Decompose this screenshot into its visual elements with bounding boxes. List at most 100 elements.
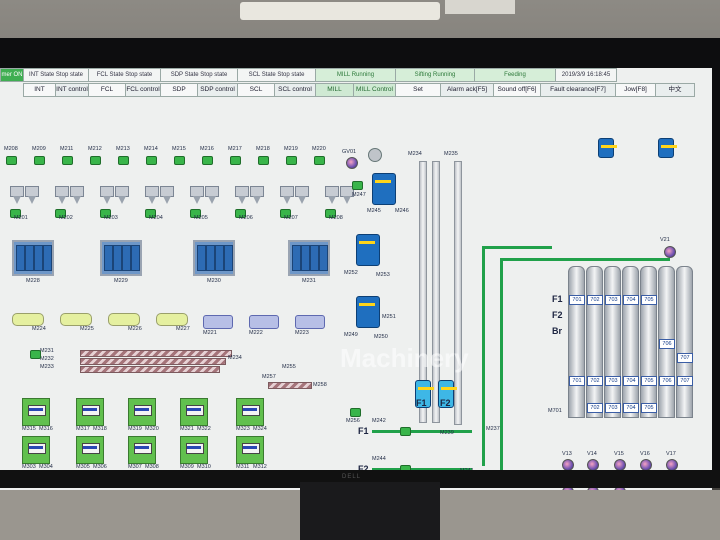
motor-icon[interactable] [30,350,41,359]
nav-button-9[interactable]: MILL Control [353,83,396,97]
bran-finisher[interactable] [268,382,312,389]
motor-icon[interactable] [400,427,411,436]
status-tab[interactable]: SCL State Stop state [237,68,316,82]
mixer-tank[interactable] [356,296,380,328]
receiver-tank[interactable] [372,173,396,205]
cyclone-icon[interactable] [158,186,174,204]
silo[interactable] [568,266,585,418]
sifter-icon[interactable] [100,240,142,276]
motor-icon[interactable] [352,181,363,190]
nav-button-4[interactable]: SDP [160,83,198,97]
nav-button-11[interactable]: Alarm ack[F5] [440,83,494,97]
mill-icon[interactable] [128,436,156,464]
cyclone-icon[interactable] [233,186,249,204]
motor-icon[interactable] [174,156,185,165]
blower-icon[interactable] [368,148,382,162]
silo[interactable] [604,266,621,418]
motor-icon[interactable] [62,156,73,165]
motor-icon[interactable] [350,408,361,417]
cyclone-icon[interactable] [203,186,219,204]
valve-icon[interactable] [664,246,676,258]
motor-icon[interactable] [286,156,297,165]
tank-icon[interactable] [658,138,674,158]
nav-button-6[interactable]: SCL [237,83,275,97]
roller-label: M227 [176,326,190,332]
sifter-icon[interactable] [193,240,235,276]
status-tab[interactable]: Feeding [474,68,556,82]
bucket-elevator[interactable] [454,161,462,425]
nav-button-7[interactable]: SCL control [274,83,316,97]
motor-icon[interactable] [258,156,269,165]
nav-button-3[interactable]: FCL control [125,83,161,97]
mill-icon[interactable] [180,398,208,426]
screw-conveyor[interactable] [80,350,232,357]
silo[interactable] [622,266,639,418]
nav-button-2[interactable]: FCL [88,83,126,97]
motor-label: M237 [486,426,500,432]
cyclone-icon[interactable] [98,186,114,204]
gv-valve[interactable] [346,157,358,169]
sifter-icon[interactable] [12,240,54,276]
roller-mill-icon[interactable] [60,313,92,326]
motor-icon[interactable] [90,156,101,165]
sifter-icon[interactable] [288,240,330,276]
motor-icon[interactable] [230,156,241,165]
status-tab[interactable]: INT State Stop state [23,68,89,82]
cyclone-icon[interactable] [68,186,84,204]
nav-button-10[interactable]: Set [395,83,441,97]
mill-icon[interactable] [76,436,104,464]
status-tab[interactable]: Sifting Running [395,68,475,82]
motor-icon[interactable] [146,156,157,165]
roller-mill-icon[interactable] [156,313,188,326]
cyclone-icon[interactable] [8,186,24,204]
mill-icon[interactable] [22,398,50,426]
status-tab[interactable]: 2019/3/9 16:18:45 [555,68,617,82]
cyclone-icon[interactable] [278,186,294,204]
motor-icon[interactable] [6,156,17,165]
silo[interactable] [586,266,603,418]
purifier-icon[interactable] [249,315,279,329]
nav-button-0[interactable]: INT [23,83,56,97]
motor-icon[interactable] [34,156,45,165]
nav-button-8[interactable]: MILL [315,83,354,97]
status-tab[interactable]: SDP State Stop state [160,68,238,82]
status-tab[interactable]: mer ON [0,68,24,82]
status-tab[interactable]: FCL State Stop state [88,68,161,82]
screw-conveyor[interactable] [80,358,226,365]
nav-button-5[interactable]: SDP control [197,83,238,97]
cyclone-icon[interactable] [248,186,264,204]
screw-conveyor[interactable] [80,366,220,373]
cyclone-icon[interactable] [143,186,159,204]
mixer-tank[interactable] [356,234,380,266]
nav-button-13[interactable]: Fault clearance[F7] [540,83,616,97]
silo[interactable] [640,266,657,418]
cyclone-icon[interactable] [23,186,39,204]
cyclone-icon[interactable] [293,186,309,204]
mill-icon[interactable] [22,436,50,464]
nav-button-15[interactable]: 中文 [655,83,695,97]
motor-icon[interactable] [118,156,129,165]
cyclone-icon[interactable] [113,186,129,204]
motor-icon[interactable] [314,156,325,165]
nav-button-14[interactable]: Jow[F8] [615,83,656,97]
roller-mill-icon[interactable] [108,313,140,326]
cyclone-label: M208 [329,215,343,221]
tank-icon[interactable] [598,138,614,158]
nav-button-1[interactable]: INT control [55,83,89,97]
cyclone-icon[interactable] [188,186,204,204]
mill-icon[interactable] [236,436,264,464]
purifier-icon[interactable] [295,315,325,329]
cyclone-icon[interactable] [323,186,339,204]
mill-icon[interactable] [236,398,264,426]
pipe [500,258,503,488]
motor-icon[interactable] [202,156,213,165]
status-tab[interactable]: MILL Running [315,68,396,82]
cyclone-icon[interactable] [53,186,69,204]
nav-button-12[interactable]: Sound off[F6] [493,83,541,97]
silo[interactable] [676,266,693,418]
purifier-icon[interactable] [203,315,233,329]
mill-icon[interactable] [76,398,104,426]
mill-icon[interactable] [180,436,208,464]
mill-icon[interactable] [128,398,156,426]
roller-mill-icon[interactable] [12,313,44,326]
